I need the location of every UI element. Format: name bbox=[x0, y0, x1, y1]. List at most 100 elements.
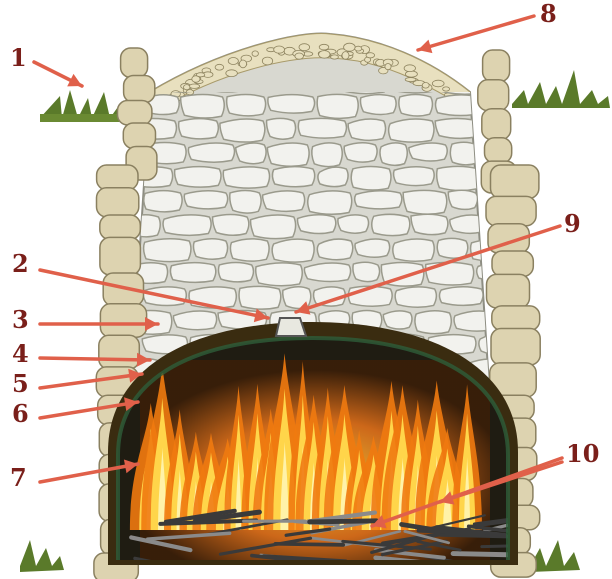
wall-stone bbox=[415, 311, 451, 334]
wall-stone bbox=[394, 167, 435, 186]
roof-pebble bbox=[366, 53, 375, 58]
roof-pebble bbox=[228, 58, 238, 65]
roof-pebble bbox=[252, 51, 258, 56]
wall-stone bbox=[251, 215, 296, 239]
wall-stone bbox=[213, 214, 249, 235]
wall-stone bbox=[272, 167, 314, 187]
wall-stone bbox=[194, 239, 228, 259]
wall-stone bbox=[409, 143, 447, 161]
pillar-stone bbox=[492, 306, 540, 331]
pillar-stone bbox=[99, 335, 140, 369]
wall-stone bbox=[230, 190, 261, 213]
wall-stone bbox=[267, 143, 309, 166]
log bbox=[453, 554, 549, 556]
callout-8: 8 bbox=[540, 0, 557, 28]
wall-stone bbox=[304, 263, 350, 281]
wall-stone bbox=[175, 167, 221, 188]
wall-stone bbox=[353, 262, 380, 281]
pillar-stone bbox=[485, 138, 512, 163]
wall-stone bbox=[218, 262, 253, 281]
wall-stone bbox=[227, 94, 266, 115]
pillar-stone bbox=[124, 76, 155, 103]
pillar-stone bbox=[97, 165, 138, 190]
pillar-stone bbox=[100, 304, 146, 337]
wall-stone bbox=[173, 311, 216, 330]
roof-pebble bbox=[295, 53, 304, 59]
wall-stone bbox=[399, 94, 433, 115]
wall-stone bbox=[411, 214, 448, 234]
wall-stone bbox=[272, 239, 314, 262]
callout-6: 6 bbox=[12, 399, 29, 428]
roof-pebble bbox=[196, 73, 204, 77]
wall-stone bbox=[437, 166, 480, 190]
callout-5: 5 bbox=[12, 369, 29, 398]
pillar-stone bbox=[118, 101, 152, 125]
wall-stone bbox=[239, 286, 281, 309]
roof-pebble bbox=[342, 52, 349, 60]
roof-pebble bbox=[331, 55, 339, 59]
grass-right-top bbox=[512, 70, 610, 108]
wall-stone bbox=[144, 191, 182, 212]
wall-stone bbox=[403, 190, 447, 214]
wall-stone bbox=[163, 215, 211, 235]
arrow-1 bbox=[34, 62, 82, 86]
wall-stone bbox=[312, 143, 342, 167]
roof-pebble bbox=[184, 85, 190, 90]
wall-stone bbox=[144, 239, 191, 262]
wall-stone bbox=[448, 190, 477, 209]
roof-pebble bbox=[262, 57, 272, 65]
wall-stone bbox=[318, 167, 348, 187]
wall-stone bbox=[317, 239, 352, 260]
wall-stone bbox=[344, 143, 377, 162]
pillar-stone bbox=[486, 196, 536, 225]
wall-stone bbox=[380, 143, 407, 166]
wall-stone bbox=[383, 311, 412, 329]
wall-stone bbox=[360, 95, 396, 115]
wall-stone bbox=[181, 95, 225, 119]
wall-stone bbox=[170, 263, 215, 283]
log bbox=[310, 521, 377, 522]
wall-stone bbox=[395, 287, 436, 307]
wall-stone bbox=[230, 239, 269, 261]
pillar-stone bbox=[478, 80, 509, 111]
wall-stone bbox=[355, 191, 402, 209]
wall-stone bbox=[437, 238, 468, 258]
pillar-stone bbox=[487, 274, 530, 308]
roof-pebble bbox=[405, 71, 417, 77]
arrow-8 bbox=[418, 16, 534, 53]
callout-7: 7 bbox=[10, 463, 27, 492]
roof-pebble bbox=[215, 64, 224, 70]
wall-stone bbox=[450, 215, 486, 233]
wall-stone bbox=[268, 95, 315, 114]
grass-left-top bbox=[40, 90, 130, 122]
wall-stone bbox=[440, 287, 484, 306]
pillar-stone bbox=[482, 109, 511, 140]
roof-pebble bbox=[319, 51, 330, 59]
callout-10: 10 bbox=[566, 439, 599, 468]
wall-stone bbox=[220, 119, 265, 142]
wall-stone bbox=[436, 95, 482, 116]
wall-stone bbox=[355, 239, 390, 257]
pillar-stone bbox=[97, 188, 139, 217]
roof-pebble bbox=[189, 84, 199, 88]
callout-3: 3 bbox=[12, 305, 29, 334]
callout-9: 9 bbox=[564, 209, 581, 238]
wall-stone bbox=[298, 215, 336, 234]
wall-stone bbox=[267, 118, 296, 139]
roof-pebble bbox=[344, 43, 356, 51]
pillar-stone bbox=[121, 48, 148, 78]
wall-stone bbox=[348, 119, 385, 140]
wall-stone bbox=[179, 119, 219, 139]
wall-stone bbox=[184, 191, 227, 209]
pillar-stone bbox=[492, 251, 533, 276]
roof-pebble bbox=[226, 70, 238, 77]
pillar-stone bbox=[123, 123, 155, 149]
roof-pebble bbox=[299, 44, 310, 51]
wall-stone bbox=[389, 119, 434, 142]
wall-stone bbox=[393, 239, 434, 261]
roof-pebble bbox=[274, 46, 285, 53]
callout-1: 1 bbox=[10, 43, 27, 72]
wall-stone bbox=[263, 191, 305, 211]
wall-stone bbox=[236, 143, 266, 164]
pillar-stone bbox=[100, 237, 140, 275]
